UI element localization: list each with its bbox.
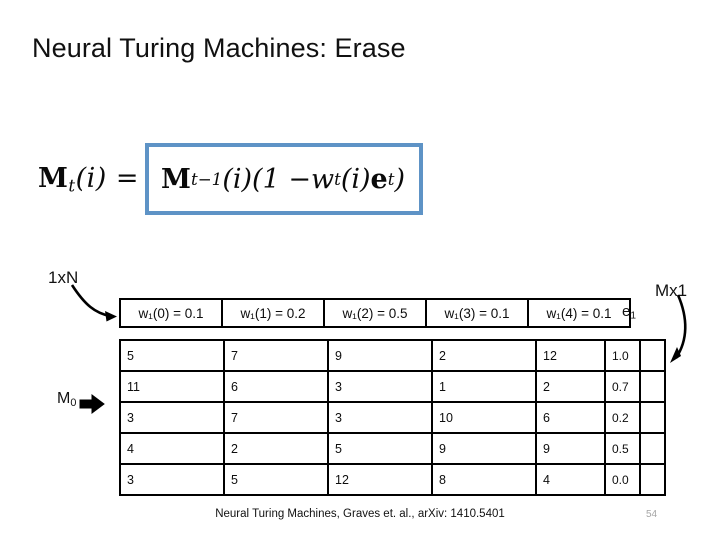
memory-cell-1-2[interactable]: 3 [327,370,433,403]
equation-close-paren: ) [394,163,405,195]
matrix-Mprev-argument: (i)(1 − [222,163,311,195]
table-row: 0.5 [604,432,666,465]
memory-cell-3-3[interactable]: 9 [431,432,537,465]
erase-cell-3[interactable]: 0.5 [604,432,666,465]
table-row: 11 6 3 1 2 [119,370,641,403]
table-row: 4 2 5 9 9 [119,432,641,465]
memory-cell-0-3[interactable]: 2 [431,339,537,372]
weights-table: w₁(0) = 0.1 w₁(1) = 0.2 w₁(2) = 0.5 w₁(3… [119,298,631,328]
memory-cell-2-3[interactable]: 10 [431,401,537,434]
memory-cell-4-2[interactable]: 12 [327,463,433,496]
memory-matrix-label: M0 [57,390,76,409]
weight-w-subscript: t [334,168,341,189]
memory-matrix-label-subscript: 0 [70,396,77,409]
memory-matrix-label-base: M [57,390,71,407]
table-row: 0.0 [604,463,666,496]
erase-cell-1[interactable]: 0.7 [604,370,666,403]
table-row: w₁(0) = 0.1 w₁(1) = 0.2 w₁(2) = 0.5 w₁(3… [119,298,631,328]
citation-text: Neural Turing Machines, Graves et. al., … [215,508,505,520]
memory-cell-4-1[interactable]: 5 [223,463,329,496]
memory-cell-4-0[interactable]: 3 [119,463,225,496]
memory-cell-4-3[interactable]: 8 [431,463,537,496]
erase-vector-label-subscript: 1 [630,310,637,322]
curved-arrow-weights [70,284,111,318]
memory-cell-3-0[interactable]: 4 [119,432,225,465]
weight-w-argument: (i) [340,163,371,195]
erase-e-subscript: t [387,168,395,189]
matrix-Mprev-subscript: t−1 [190,168,223,189]
weight-cell-3[interactable]: w₁(3) = 0.1 [425,298,529,328]
weight-cell-4[interactable]: w₁(4) = 0.1 [527,298,631,328]
table-row: 0.2 [604,401,666,434]
table-row: 3 7 3 10 6 [119,401,641,434]
memory-cell-2-0[interactable]: 3 [119,401,225,434]
equation-left-side: Mt(i) = [38,163,145,196]
erase-e-symbol: e [370,163,388,195]
memory-cell-0-1[interactable]: 7 [223,339,329,372]
memory-cell-0-0[interactable]: 5 [119,339,225,372]
memory-cell-3-1[interactable]: 2 [223,432,329,465]
matrix-M-argument: (i) = [75,162,140,194]
memory-cell-1-1[interactable]: 6 [223,370,329,403]
memory-cell-1-3[interactable]: 1 [431,370,537,403]
erase-cell-0[interactable]: 1.0 [604,339,666,372]
memory-matrix-table: 5 7 9 2 12 11 6 3 1 2 3 7 3 10 6 4 [119,339,641,496]
matrix-M-subscript: t [68,175,76,196]
erase-cell-4[interactable]: 0.0 [604,463,666,496]
curved-arrow-erase-head [670,347,681,363]
table-row: 3 5 12 8 4 [119,463,641,496]
weights-shape-label: 1xN [48,268,79,287]
curved-arrow-weights-head [105,311,117,322]
block-arrow-memory [79,394,105,414]
table-row: 1.0 [604,339,666,372]
matrix-Mprev-symbol: M [161,163,191,195]
slide-number: 54 [646,509,658,520]
curved-arrow-erase [674,294,687,359]
erase-cell-2[interactable]: 0.2 [604,401,666,434]
table-row: 5 7 9 2 12 [119,339,641,372]
memory-cell-2-2[interactable]: 3 [327,401,433,434]
erase-shape-label: Mx1 [655,281,688,300]
memory-cell-0-2[interactable]: 9 [327,339,433,372]
erase-vector-table: 1.0 0.7 0.2 0.5 0.0 [604,339,666,496]
memory-cell-2-1[interactable]: 7 [223,401,329,434]
weight-cell-2[interactable]: w₁(2) = 0.5 [323,298,427,328]
memory-cell-1-0[interactable]: 11 [119,370,225,403]
weight-cell-0[interactable]: w₁(0) = 0.1 [119,298,223,328]
table-row: 0.7 [604,370,666,403]
weight-w-symbol: w [310,163,335,195]
matrix-M-symbol: M [38,162,69,194]
memory-cell-3-2[interactable]: 5 [327,432,433,465]
page-title: Neural Turing Machines: Erase [32,33,406,63]
weight-cell-1[interactable]: w₁(1) = 0.2 [221,298,325,328]
